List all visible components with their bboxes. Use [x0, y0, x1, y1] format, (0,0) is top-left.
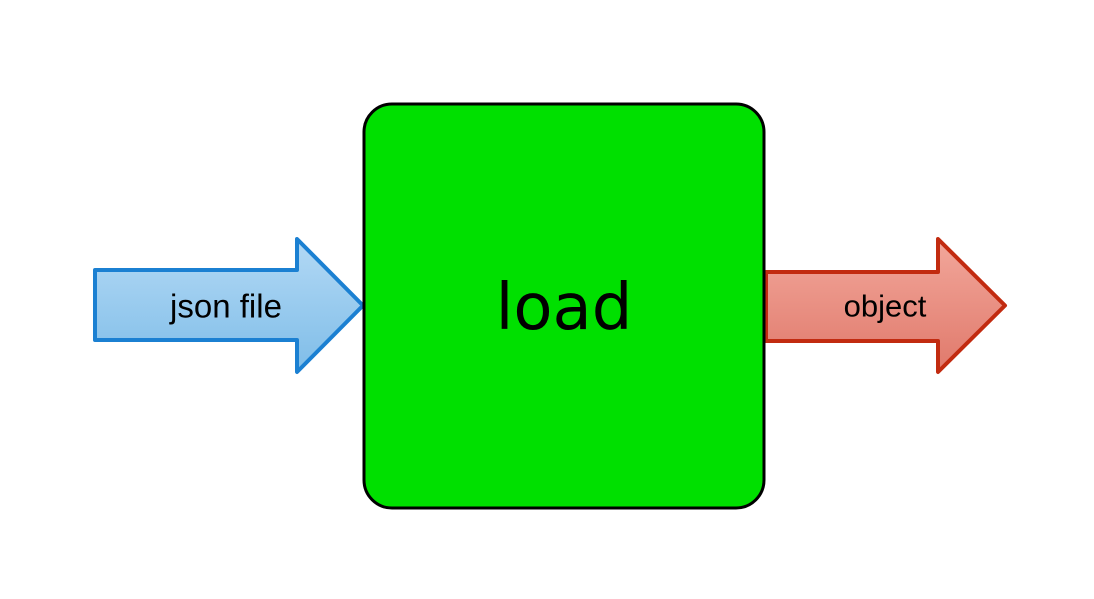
- load-box: [362, 102, 766, 510]
- load-box-label: load: [495, 271, 633, 345]
- output-arrow-label: object: [843, 288, 927, 324]
- input-arrow: [93, 237, 365, 374]
- output-arrow: [764, 237, 1007, 374]
- input-arrow-label: json file: [170, 287, 282, 325]
